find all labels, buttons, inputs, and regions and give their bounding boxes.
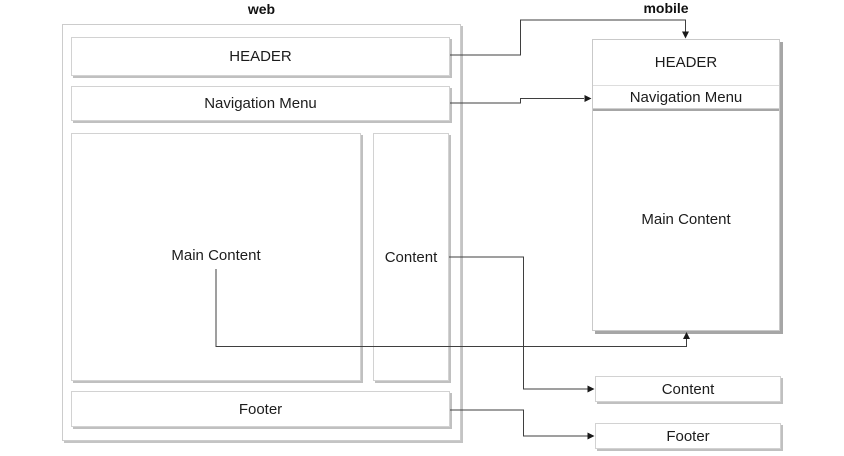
mobile-content-label: Content: [661, 380, 715, 398]
web-footer-label: Footer: [238, 400, 283, 418]
connector-nav-to-mobile-nav: [450, 98, 584, 104]
mobile-main-content-box: Main Content: [593, 109, 779, 330]
arrowhead-up-mobile-main: [683, 332, 690, 339]
web-navigation-box: Navigation Menu: [71, 86, 450, 121]
web-footer-box: Footer: [71, 391, 450, 427]
mobile-header-label: HEADER: [654, 54, 718, 71]
web-content-box: Content: [373, 133, 449, 381]
mobile-navigation-label: Navigation Menu: [629, 88, 743, 106]
web-panel-title: web: [247, 1, 276, 17]
mobile-footer-box: Footer: [595, 423, 781, 449]
connector-content-to-mobile-content: [449, 256, 588, 390]
connector-footer-to-mobile-footer: [450, 409, 588, 437]
arrowhead-right-mobile-nav: [584, 95, 592, 102]
mobile-header-box: HEADER: [593, 40, 779, 86]
web-main-content-label: Main Content: [171, 246, 261, 264]
mobile-panel-title: mobile: [643, 0, 689, 16]
web-content-label: Content: [384, 248, 438, 266]
web-navigation-label: Navigation Menu: [204, 95, 317, 112]
arrowhead-down-mobile-header: [682, 31, 689, 39]
mobile-page-container: HEADER Navigation Menu Main Content: [592, 39, 780, 331]
web-header-box: HEADER: [71, 37, 450, 76]
arrowhead-right-mobile-content: [587, 385, 595, 393]
mobile-content-box: Content: [595, 376, 781, 402]
mobile-footer-label: Footer: [666, 427, 710, 445]
arrowhead-right-mobile-footer: [587, 432, 595, 440]
web-header-label: HEADER: [229, 48, 292, 65]
web-main-content-box: Main Content: [71, 133, 361, 381]
mobile-navigation-box: Navigation Menu: [593, 86, 779, 109]
mobile-main-content-label: Main Content: [641, 211, 731, 228]
